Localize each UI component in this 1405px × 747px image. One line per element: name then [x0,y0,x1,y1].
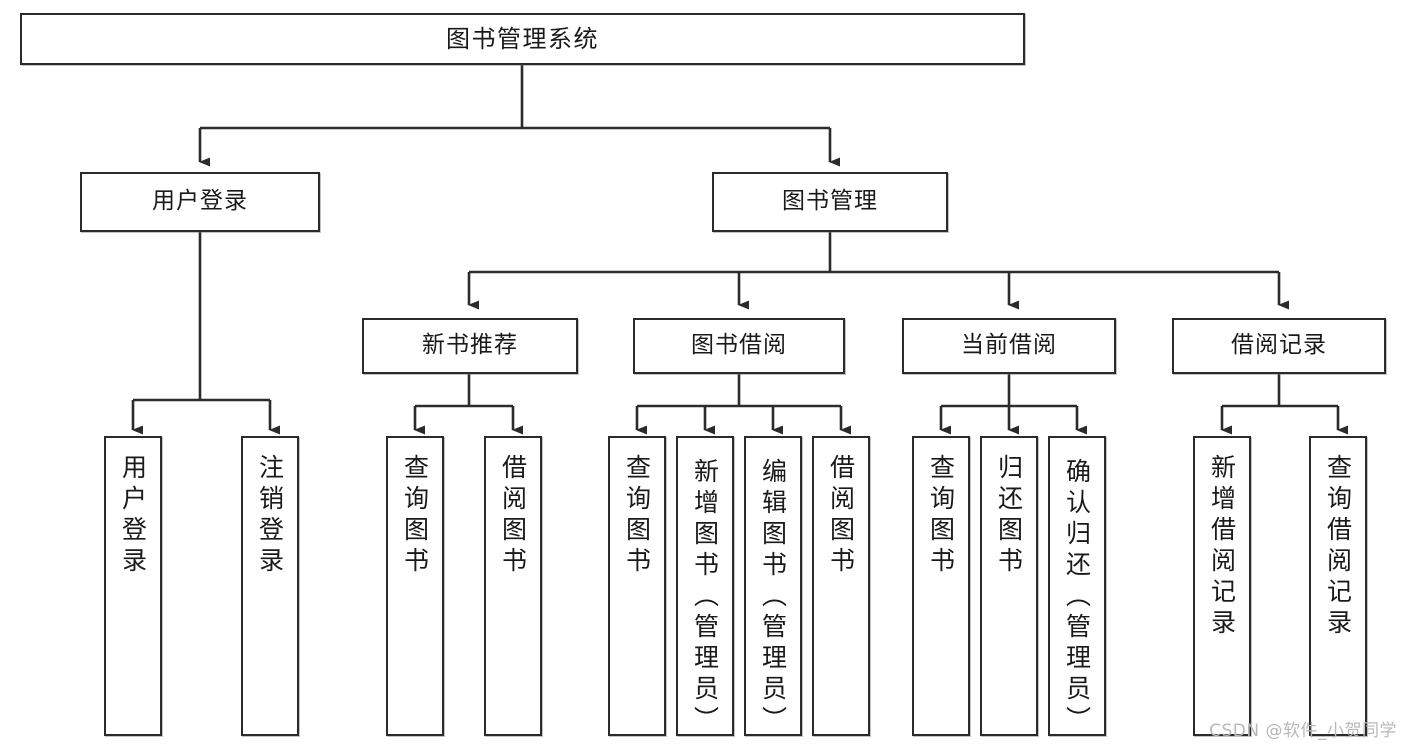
node-label: 查询借阅记录 [1323,454,1353,640]
node-current-borrow[interactable]: 当前借阅 [902,318,1116,374]
watermark: CSDN @软件_小贺同学 [1209,721,1397,741]
node-label: 借阅图书 [498,454,528,578]
node-label: 图书管理 [782,188,878,215]
leaf-user-login[interactable]: 用户登录 [104,436,162,736]
node-label: 确认归还（管理员） [1062,458,1092,737]
leaf-borrow-borrow-book[interactable]: 借阅图书 [812,436,870,736]
node-label: 编辑图书（管理员） [758,458,788,737]
node-label: 新增图书（管理员） [690,458,720,737]
leaf-newbook-query-book[interactable]: 查询图书 [386,436,444,736]
node-book-borrow[interactable]: 图书借阅 [633,318,845,374]
node-label: 用户登录 [118,454,148,578]
node-label: 新增借阅记录 [1207,454,1237,640]
node-label: 当前借阅 [961,332,1057,359]
node-label: 查询图书 [400,454,430,578]
leaf-record-query-record[interactable]: 查询借阅记录 [1309,436,1367,736]
node-book-management[interactable]: 图书管理 [712,172,948,232]
node-new-book-recommend[interactable]: 新书推荐 [362,318,578,374]
leaf-current-query-book[interactable]: 查询图书 [912,436,970,736]
leaf-logout[interactable]: 注销登录 [241,436,299,736]
leaf-borrow-edit-book-admin[interactable]: 编辑图书（管理员） [744,436,802,737]
node-label: 归还图书 [994,454,1024,578]
node-label: 借阅图书 [826,454,856,578]
node-user-login[interactable]: 用户登录 [80,172,320,232]
leaf-newbook-borrow-book[interactable]: 借阅图书 [484,436,542,736]
node-label: 图书管理系统 [446,24,599,53]
node-label: 查询图书 [926,454,956,578]
leaf-borrow-add-book-admin[interactable]: 新增图书（管理员） [676,436,734,737]
leaf-borrow-query-book[interactable]: 查询图书 [608,436,666,736]
node-label: 图书借阅 [691,332,787,359]
node-label: 注销登录 [255,454,285,578]
leaf-record-add-record[interactable]: 新增借阅记录 [1193,436,1251,736]
node-label: 借阅记录 [1231,332,1327,359]
node-borrow-record[interactable]: 借阅记录 [1172,318,1386,374]
node-root-system[interactable]: 图书管理系统 [20,13,1025,65]
leaf-current-return-book[interactable]: 归还图书 [980,436,1038,736]
node-label: 新书推荐 [422,332,518,359]
node-label: 查询图书 [622,454,652,578]
node-label: 用户登录 [152,188,248,215]
leaf-current-confirm-return-admin[interactable]: 确认归还（管理员） [1048,436,1106,737]
